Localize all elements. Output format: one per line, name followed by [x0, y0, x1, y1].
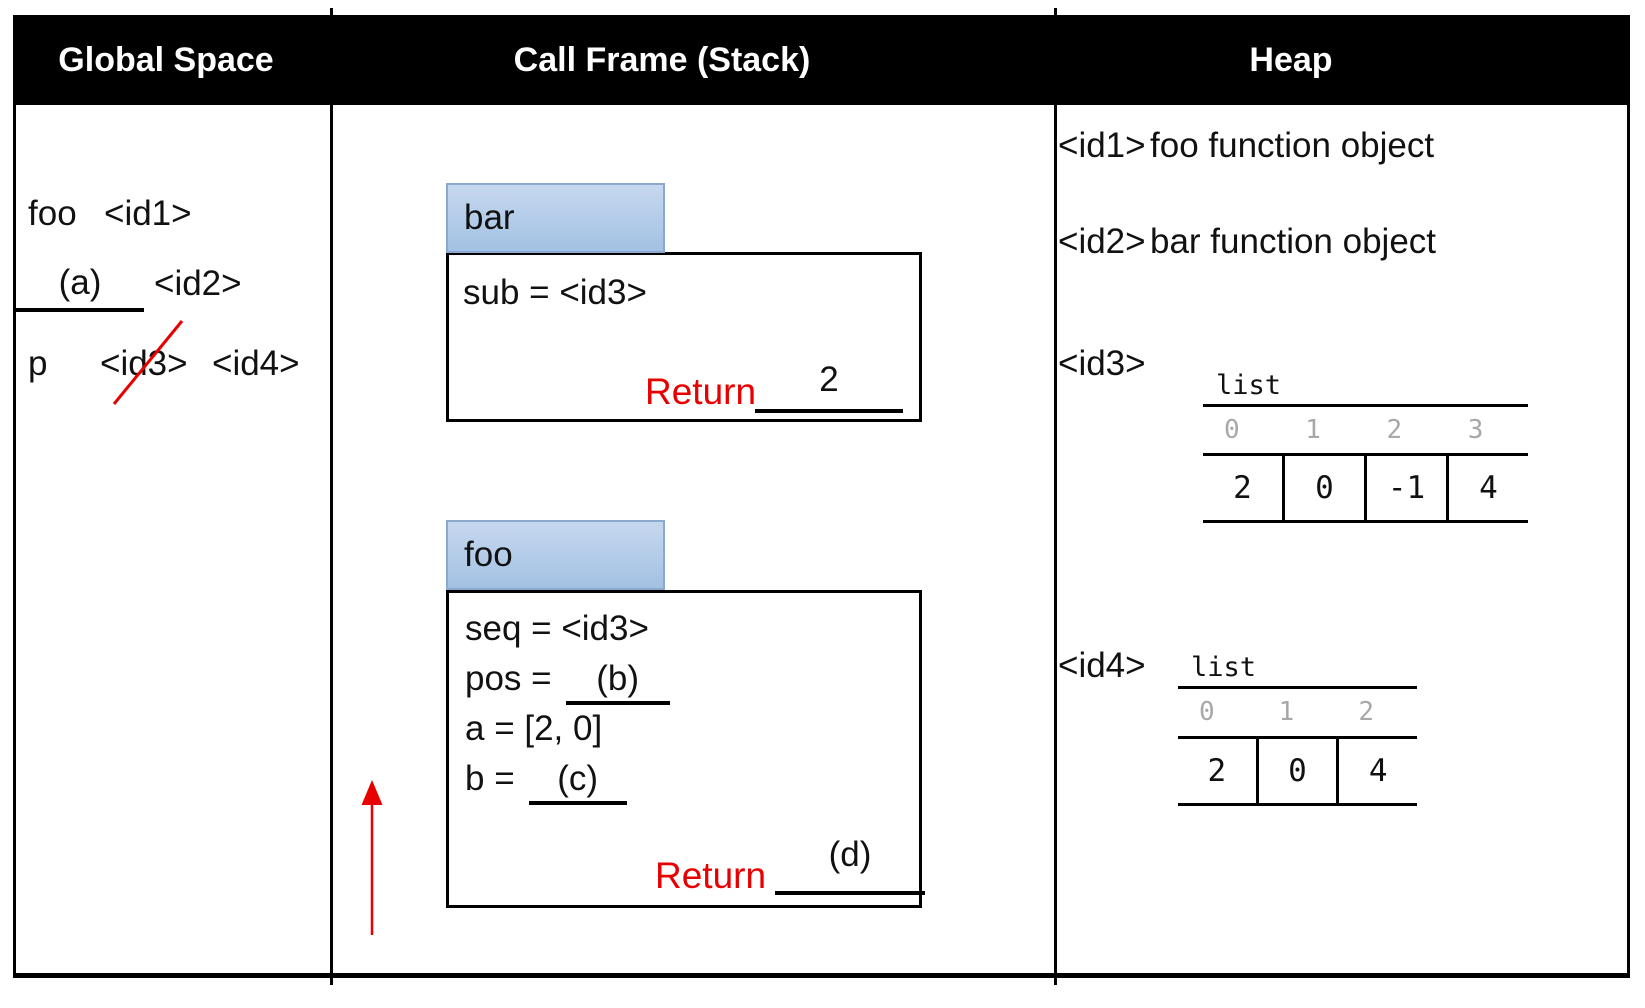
id3-line-mid: [1203, 453, 1528, 456]
bar-var-sub: sub = <id3>: [463, 273, 647, 312]
foo-blank-b: (b): [565, 657, 670, 705]
global-blank-a: (a): [16, 260, 144, 312]
id4-value-1: 0: [1259, 739, 1340, 803]
heap-id3-ref: <id3>: [1058, 344, 1146, 383]
header-call-frame: Call Frame (Stack): [513, 41, 811, 79]
global-id2-ref: <id2>: [154, 264, 242, 303]
id3-index-3: 3: [1467, 415, 1484, 445]
foo-var-pos-row: pos = (b): [465, 657, 670, 707]
heap-id2-ref: <id2>: [1058, 222, 1146, 261]
bar-return-label: Return: [645, 371, 757, 412]
id4-value-0: 2: [1178, 739, 1259, 803]
bar-return-value: 2: [755, 357, 903, 413]
heap-id4-ref: <id4>: [1058, 646, 1146, 685]
bar-frame-tab: bar: [446, 183, 665, 253]
foo-var-a: a = [2, 0]: [465, 709, 603, 748]
bar-frame-title: bar: [464, 198, 515, 237]
id4-line-top: [1178, 686, 1417, 689]
id3-value-2: -1: [1367, 456, 1449, 520]
foo-blank-c: (c): [528, 757, 627, 805]
heap-id1-desc: foo function object: [1150, 126, 1435, 165]
heap-id1-ref: <id1>: [1058, 126, 1146, 165]
header-band: [13, 16, 1630, 105]
id3-value-0: 2: [1203, 456, 1285, 520]
foo-frame-title: foo: [464, 535, 513, 574]
id4-line-mid: [1178, 736, 1417, 739]
id4-index-row: 0 1 2: [1178, 689, 1417, 736]
id4-line-bottom: [1178, 803, 1417, 806]
header-heap: Heap: [1249, 41, 1333, 79]
id3-list-type-label: list: [1216, 370, 1282, 401]
id3-line-bottom: [1203, 520, 1528, 523]
global-foo-ref: <id1>: [104, 194, 192, 233]
id3-value-3: 4: [1479, 470, 1498, 506]
header-global-space: Global Space: [58, 41, 274, 79]
foo-return-value: (d): [775, 831, 925, 895]
heap-id3-list-table: list 0 1 2 3 2 0 -1 4: [1203, 368, 1528, 523]
id4-index-1: 1: [1278, 697, 1295, 727]
id3-value-row: 2 0 -1 4: [1203, 456, 1528, 520]
foo-var-b-name: b =: [465, 759, 515, 798]
foo-var-seq: seq = <id3>: [465, 609, 649, 648]
global-p-new-ref: <id4>: [212, 344, 300, 383]
id3-line-top: [1203, 404, 1528, 407]
id3-index-0: 0: [1224, 415, 1240, 445]
id3-value-1: 0: [1285, 456, 1367, 520]
id4-index-2: 2: [1358, 697, 1374, 727]
id3-index-row: 0 1 2 3: [1203, 407, 1528, 453]
bar-frame-box: sub = <id3> Return 2: [446, 252, 922, 422]
column-divider-right: [1054, 8, 1057, 985]
heap-id4-list-table: list 0 1 2 2 0 4: [1178, 650, 1417, 806]
id4-value-2: 4: [1368, 753, 1388, 789]
foo-frame-tab: foo: [446, 520, 665, 590]
foo-var-pos-name: pos =: [465, 659, 552, 698]
column-divider-left: [330, 8, 333, 985]
id4-list-type-label: list: [1191, 652, 1257, 683]
global-p-old-ref: <id3>: [100, 344, 188, 383]
heap-id2-desc: bar function object: [1150, 222, 1437, 261]
id3-index-1: 1: [1305, 415, 1321, 445]
id3-index-2: 2: [1386, 415, 1403, 445]
id4-value-row: 2 0 4: [1178, 739, 1417, 803]
global-var-foo: foo: [28, 194, 77, 233]
foo-frame-box: seq = <id3> pos = (b) a = [2, 0] b = (c)…: [446, 590, 925, 908]
foo-return-label: Return: [655, 855, 767, 896]
foo-var-b-row: b = (c): [465, 757, 670, 807]
global-var-p: p: [28, 344, 48, 383]
id4-index-0: 0: [1199, 697, 1215, 727]
